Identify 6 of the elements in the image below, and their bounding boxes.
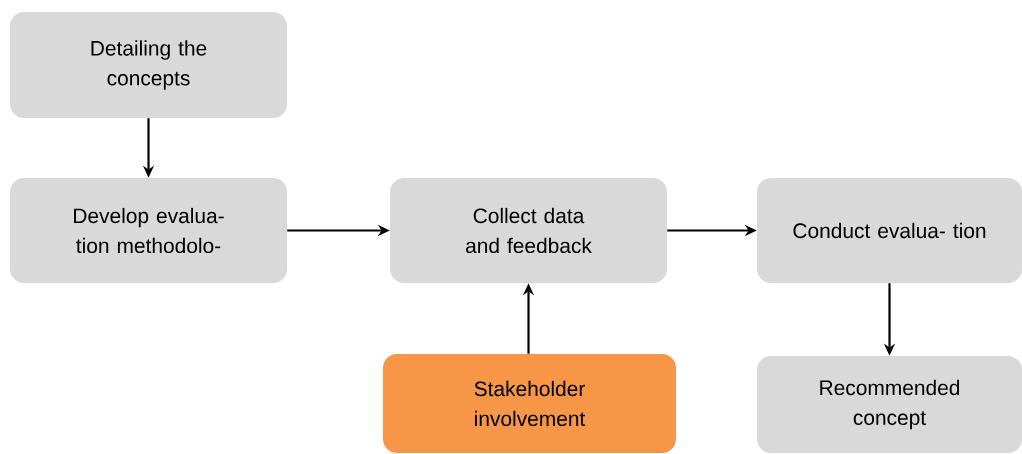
stakeholder-box: Stakeholder involvement xyxy=(383,354,676,453)
process-box: Recommended concept xyxy=(757,356,1022,453)
process-box: Collect data and feedback xyxy=(390,178,667,283)
process-box: Develop evalua- tion methodolo- xyxy=(10,178,287,283)
process-box: Detailing the concepts xyxy=(10,12,287,118)
process-box: Conduct evalua- tion xyxy=(757,178,1022,283)
